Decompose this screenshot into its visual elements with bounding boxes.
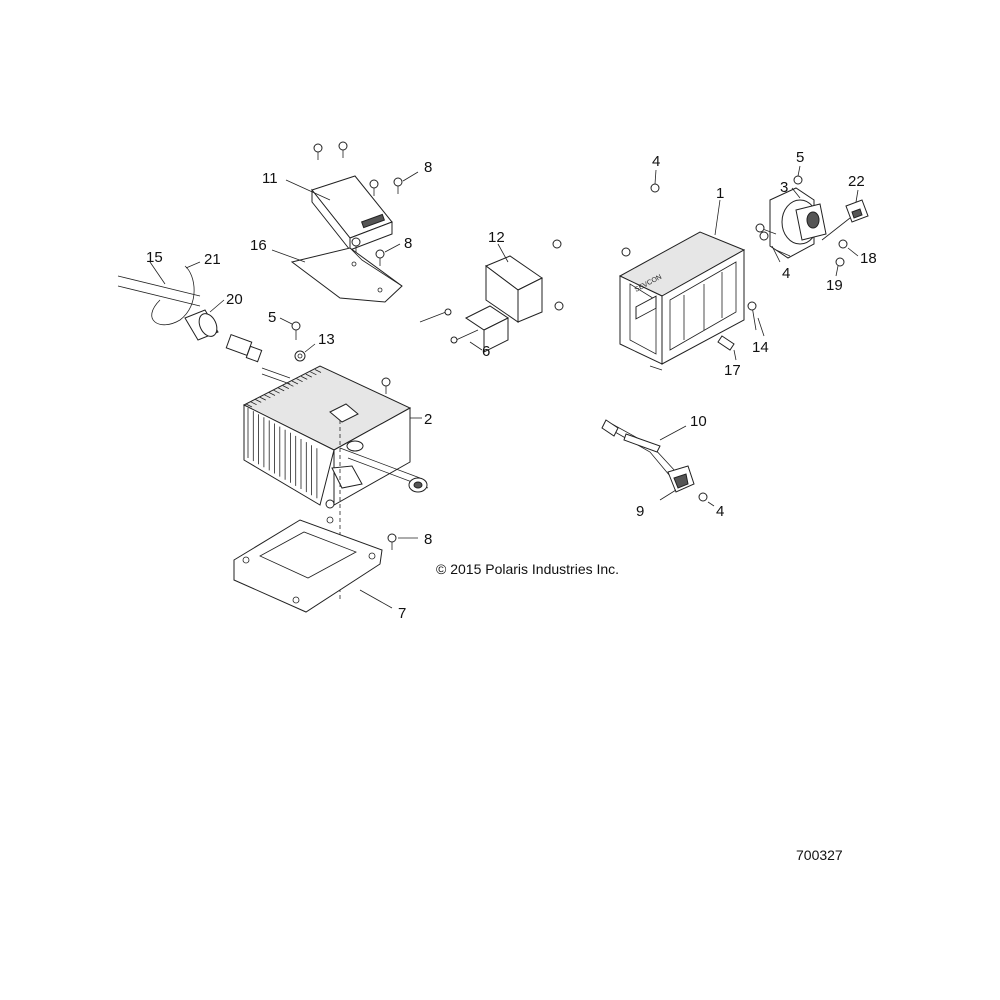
heat-sink-fin <box>273 389 280 394</box>
heat-sink-fin <box>264 394 271 399</box>
heat-sink-fin <box>259 396 266 401</box>
bolt-icon <box>419 239 564 351</box>
callout-3: 3 <box>780 179 788 196</box>
callout-17: 17 <box>724 362 741 379</box>
part-5-screw <box>279 317 301 340</box>
part-18-nut <box>838 239 859 257</box>
part-21-cable-tie <box>151 261 201 326</box>
callout-6: 6 <box>482 343 490 360</box>
callout-22: 22 <box>848 173 865 190</box>
heat-sink-fin <box>268 392 276 396</box>
part-9-harness <box>601 419 695 501</box>
heat-sink-fin <box>310 371 317 376</box>
bolt-icon <box>698 492 715 507</box>
part-12-relay <box>465 243 543 353</box>
callout-8b: 8 <box>404 235 412 252</box>
bolt-icon <box>755 165 803 263</box>
part-10-terminal <box>623 425 687 453</box>
part-19-washer <box>835 257 845 277</box>
heat-sink-fin <box>255 399 262 403</box>
callout-12: 12 <box>488 229 505 246</box>
bolt-icon <box>621 169 765 371</box>
heat-sink-fin <box>282 385 289 389</box>
heat-sink-fin <box>314 369 322 373</box>
callout-15: 15 <box>146 249 163 266</box>
callout-19: 19 <box>826 277 843 294</box>
callout-4a: 4 <box>652 153 660 170</box>
callout-14: 14 <box>752 339 769 356</box>
copyright-notice: © 2015 Polaris Industries Inc. <box>436 561 619 577</box>
callout-10: 10 <box>690 413 707 430</box>
part-13-washer <box>294 343 316 362</box>
part-11-module <box>285 175 393 252</box>
callout-9: 9 <box>636 503 644 520</box>
callout-2: 2 <box>424 411 432 428</box>
part-7-mounting-plate <box>233 516 393 613</box>
figure-number: 700327 <box>796 847 843 863</box>
heat-sink-fin <box>278 387 285 392</box>
heat-sink-fin <box>296 378 303 383</box>
heat-sink-fin <box>245 403 253 408</box>
part-17-fitting <box>717 335 737 361</box>
callout-7: 7 <box>398 605 406 622</box>
callout-5a: 5 <box>796 149 804 166</box>
callout-5b: 5 <box>268 309 276 326</box>
callout-8c: 8 <box>424 531 432 548</box>
callout-16: 16 <box>250 237 267 254</box>
heat-sink-fin <box>301 376 308 380</box>
heat-sink-fin <box>250 401 257 406</box>
callout-4b: 4 <box>782 265 790 282</box>
callout-4c: 4 <box>716 503 724 520</box>
callout-1: 1 <box>716 185 724 202</box>
callout-20: 20 <box>226 291 243 308</box>
part-1-controller <box>618 199 746 365</box>
part-16-bracket <box>271 247 403 303</box>
part-20-cap <box>184 299 225 341</box>
bolt-icon <box>313 141 419 266</box>
callout-8a: 8 <box>424 159 432 176</box>
part-22-fuse <box>821 189 869 241</box>
bolt-icon <box>325 377 418 550</box>
callout-21: 21 <box>204 251 221 268</box>
callout-18: 18 <box>860 250 877 267</box>
callout-13: 13 <box>318 331 335 348</box>
part-3-contactor <box>769 187 827 259</box>
callout-11: 11 <box>262 170 278 187</box>
part-2-charger <box>225 334 429 506</box>
heat-sink-fin <box>305 373 312 378</box>
heat-sink-fin <box>291 380 299 385</box>
part-15-cable <box>117 261 201 307</box>
